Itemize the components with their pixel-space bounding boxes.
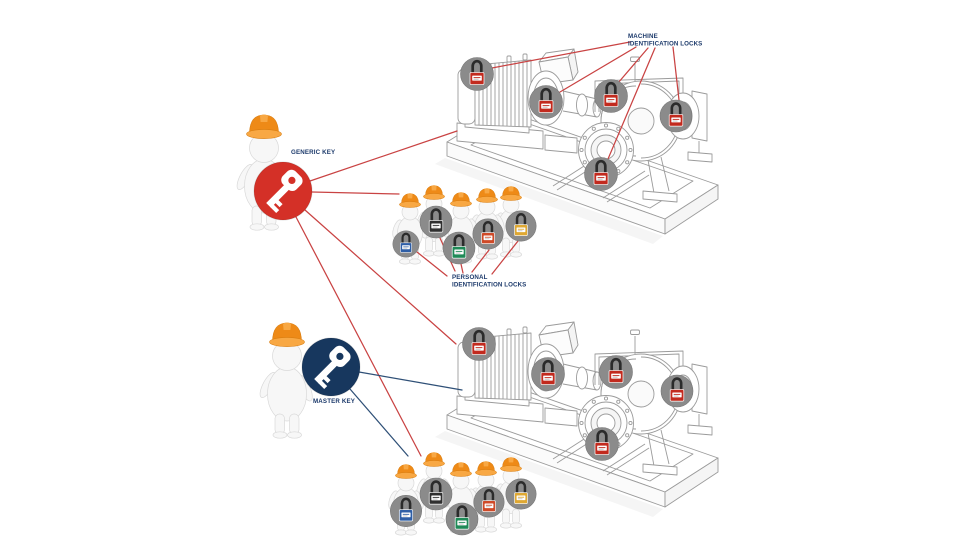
personal-lock (504, 209, 538, 243)
master-key-label: MASTER KEY (313, 398, 356, 405)
master-key-badge (301, 337, 361, 397)
personal-lock (471, 217, 505, 251)
machine-locks-label-line2: IDENTIFICATION LOCKS (628, 41, 702, 48)
pointer-personal-lock-1 (416, 251, 448, 277)
line-generic-to-machine-bottom (304, 209, 457, 345)
personal-lock (418, 204, 454, 240)
machine-lock (593, 78, 629, 114)
personal-locks-label-line1: PERSONAL (452, 274, 488, 281)
personal-lock (391, 229, 421, 259)
machine-lock (598, 354, 634, 390)
pointer-machine-lock-4 (672, 46, 680, 101)
line-generic-to-group-bottom (295, 216, 422, 457)
machine-lock (583, 156, 619, 192)
machine-lock (658, 98, 694, 134)
personal-lock (472, 485, 506, 519)
pointer-personal-lock-4 (471, 249, 490, 273)
machine-lock (584, 426, 620, 462)
personal-lock (504, 477, 538, 511)
line-generic-to-group-top (311, 191, 400, 195)
machine-lock (528, 84, 564, 120)
personal-group-bottom (386, 451, 538, 537)
machine-lock (530, 356, 566, 392)
personal-lock (441, 230, 477, 266)
personal-locks-label-line2: IDENTIFICATION LOCKS (452, 282, 526, 289)
machine-locks-label-line1: MACHINE (628, 33, 658, 40)
pointer-personal-lock-5 (491, 240, 519, 275)
line-generic-to-machine-top (309, 130, 458, 182)
machine-lock (659, 373, 695, 409)
personal-lock (444, 501, 480, 537)
pointer-machine-lock-2 (559, 46, 637, 93)
line-master-to-group-bottom (349, 388, 409, 457)
personal-group-top (390, 184, 538, 277)
personal-lock (389, 494, 423, 528)
machine-lock (461, 326, 497, 362)
pointer-machine-lock-3 (617, 47, 649, 84)
pointer-machine-lock-1 (491, 41, 631, 69)
generic-key-label: GENERIC KEY (291, 149, 336, 156)
pointer-personal-lock-3 (460, 263, 464, 274)
personal-lock (418, 476, 454, 512)
generic-key-badge (253, 161, 313, 221)
line-master-to-machine-bottom (358, 371, 463, 391)
machine-lock (459, 56, 495, 92)
pointer-machine-lock-5 (607, 47, 656, 160)
